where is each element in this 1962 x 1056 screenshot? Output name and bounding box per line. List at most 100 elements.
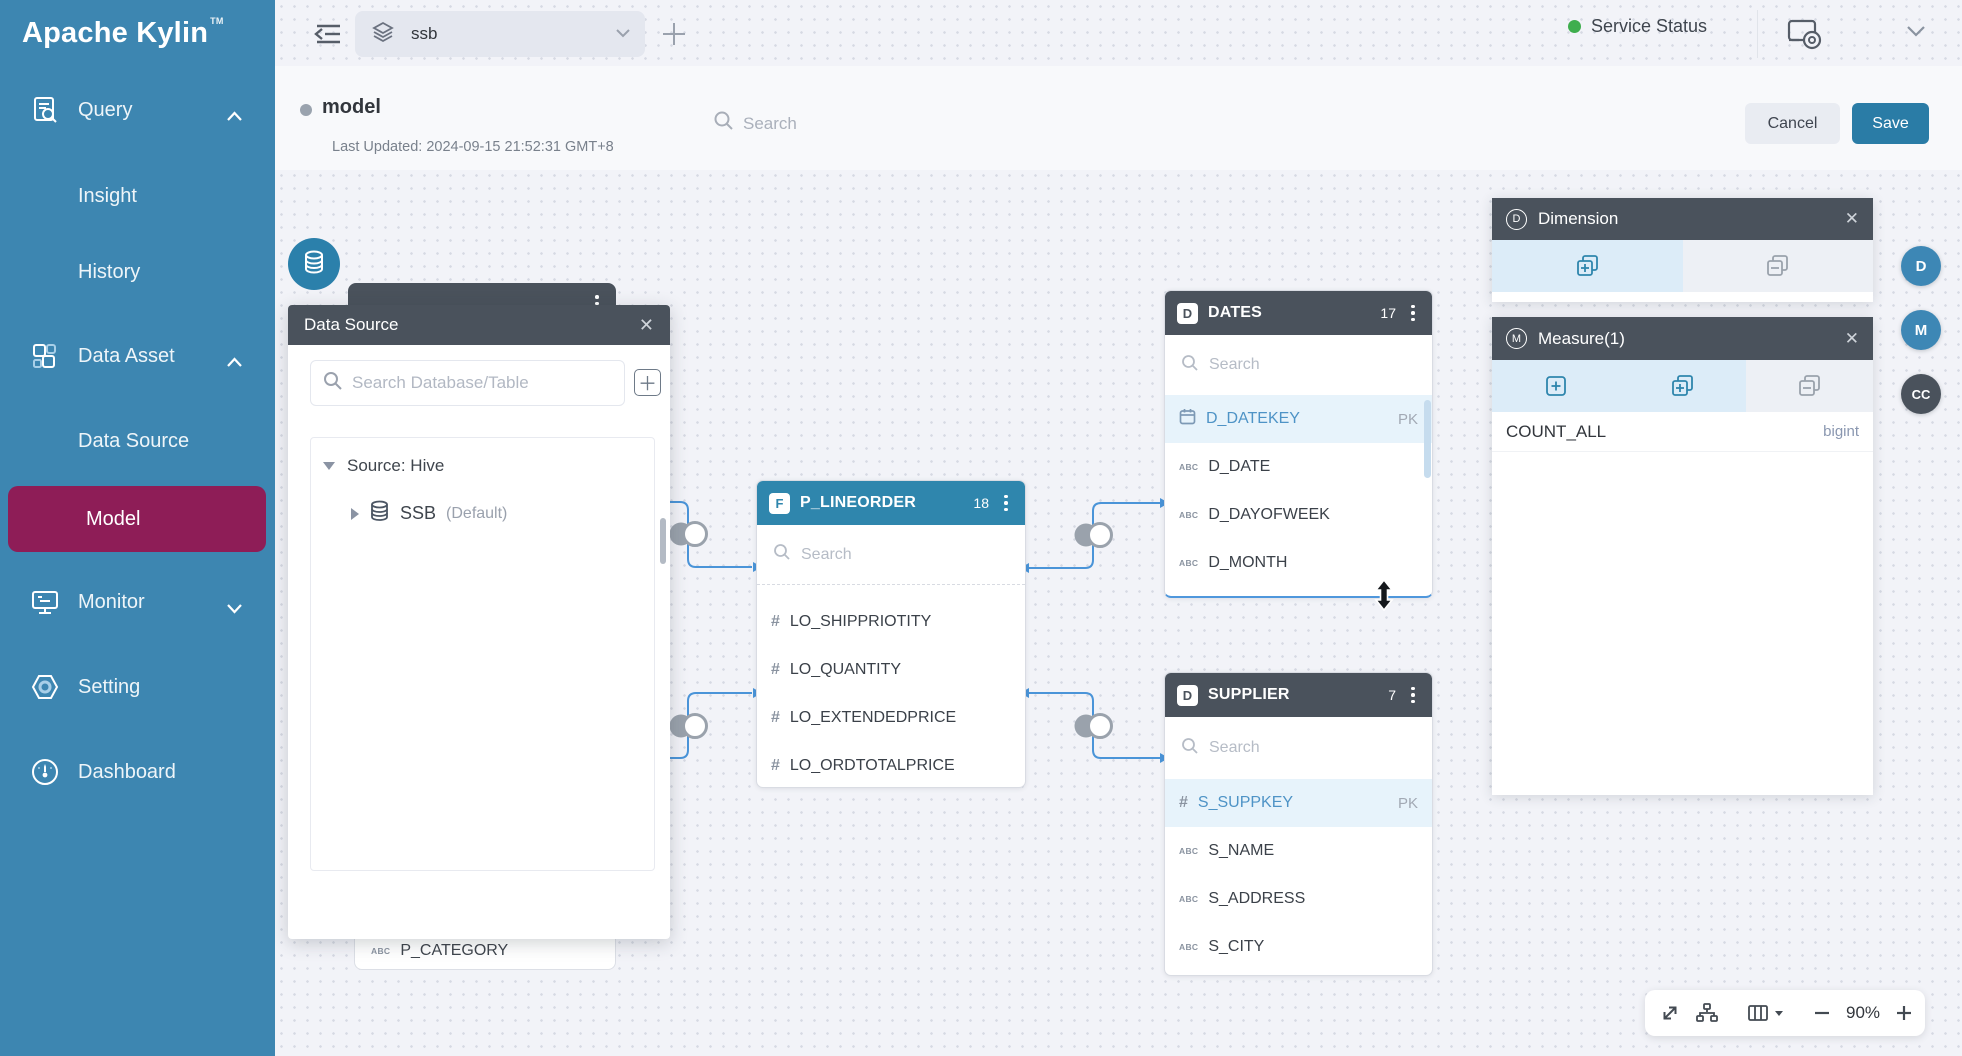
column-row[interactable]: ABC D_DATE: [1165, 443, 1432, 491]
zoom-in-button[interactable]: [1894, 1003, 1914, 1023]
panel-shortcut-dimension[interactable]: D: [1901, 246, 1941, 286]
add-project-tab-icon[interactable]: [657, 17, 691, 56]
service-status-label: Service Status: [1591, 16, 1708, 36]
sidebar-item-label: Data Source: [78, 429, 190, 452]
column-name: S_SUPPKEY: [1197, 794, 1294, 811]
close-icon[interactable]: ✕: [1844, 328, 1859, 348]
kebab-menu-icon[interactable]: [1406, 304, 1420, 322]
column-row[interactable]: ABC D_MONTH: [1165, 539, 1432, 587]
panel-scrollbar[interactable]: [660, 518, 666, 564]
auto-layout-icon[interactable]: [1695, 1002, 1719, 1024]
stacked-add-icon: [1671, 375, 1693, 396]
table-name: DATES: [1208, 304, 1263, 321]
canvas-search-input[interactable]: [743, 113, 903, 134]
kebab-menu-icon[interactable]: [1406, 686, 1420, 704]
add-measure-button[interactable]: [1492, 360, 1619, 412]
batch-remove-measure-button[interactable]: [1746, 360, 1873, 412]
search-icon: [713, 110, 735, 137]
column-name: LO_QUANTITY: [789, 661, 902, 678]
column-view-icon[interactable]: [1747, 1003, 1784, 1023]
sidebar-item-label: Model: [86, 507, 141, 530]
chevron-down-icon: [615, 25, 631, 43]
table-card-header[interactable]: D DATES 17: [1165, 291, 1432, 335]
column-row[interactable]: # LO_QUANTITY: [757, 646, 1025, 694]
batch-add-dimension-button[interactable]: [1492, 240, 1683, 292]
column-search-input[interactable]: [1209, 356, 1379, 374]
table-card-p-lineorder[interactable]: F P_LINEORDER 18 # LO_SHIPPRIOTITY # LO_…: [756, 480, 1026, 788]
data-asset-icon: [28, 339, 62, 373]
column-row-primary-key[interactable]: # S_SUPPKEY PK: [1165, 779, 1432, 827]
admin-console-icon[interactable]: [1785, 16, 1825, 57]
measure-panel: M Measure(1) ✕ COUNT_ALL bigint: [1492, 317, 1873, 795]
text-type-icon: ABC: [1179, 510, 1199, 520]
dimension-table-badge: D: [1177, 302, 1198, 324]
column-count: 7: [1388, 687, 1396, 703]
table-card-supplier[interactable]: D SUPPLIER 7 # S_SUPPKEY PK ABC S_NAME A…: [1164, 672, 1433, 976]
sidebar-item-query[interactable]: Query: [0, 84, 275, 136]
query-icon: [28, 93, 62, 127]
database-table-search-input[interactable]: [352, 373, 592, 393]
table-card-header[interactable]: F P_LINEORDER 18: [757, 481, 1025, 525]
trademark: TM: [210, 16, 224, 26]
sidebar-item-setting[interactable]: Setting: [0, 661, 275, 713]
column-row[interactable]: # LO_EXTENDEDPRICE: [757, 694, 1025, 742]
panel-title: Data Source: [304, 315, 399, 334]
tree-node-source-hive[interactable]: Source: Hive: [323, 456, 444, 476]
close-icon[interactable]: ✕: [638, 314, 654, 335]
column-row[interactable]: # LO_ORDTOTALPRICE: [757, 742, 1025, 787]
project-selector[interactable]: ssb: [355, 11, 645, 57]
column-row[interactable]: ABC D_DAYOFWEEK: [1165, 491, 1432, 539]
collapse-triangle-icon[interactable]: [323, 462, 335, 470]
sidebar-item-model-selected[interactable]: Model: [8, 486, 266, 552]
measure-row[interactable]: COUNT_ALL bigint: [1492, 412, 1873, 452]
panel-title: Measure(1): [1538, 328, 1625, 348]
sidebar-item-insight[interactable]: Insight: [0, 170, 275, 222]
table-card-dates[interactable]: D DATES 17 D_DATEKEY PK ABC D_DATE ABC D…: [1164, 290, 1433, 598]
batch-remove-dimension-button[interactable]: [1683, 240, 1873, 292]
panel-shortcut-measure[interactable]: M: [1901, 310, 1941, 350]
column-row[interactable]: # LO_SHIPPRIOTITY: [757, 598, 1025, 646]
canvas-search[interactable]: [713, 110, 903, 137]
column-search[interactable]: [1165, 335, 1432, 395]
column-search[interactable]: [1165, 717, 1432, 779]
panel-shortcut-cc[interactable]: CC: [1901, 374, 1941, 414]
text-type-icon: ABC: [371, 945, 391, 956]
primary-key-badge: PK: [1397, 410, 1418, 428]
kebab-menu-icon[interactable]: [999, 494, 1013, 512]
data-source-panel-header[interactable]: Data Source ✕: [288, 305, 670, 345]
table-scrollbar[interactable]: [1424, 400, 1431, 478]
dimension-panel-header[interactable]: D Dimension ✕: [1492, 198, 1873, 240]
zoom-out-button[interactable]: [1812, 1003, 1832, 1023]
column-search-input[interactable]: [801, 545, 971, 564]
service-status[interactable]: Service Status: [1568, 16, 1707, 37]
dimension-circle-icon: D: [1506, 208, 1527, 230]
sidebar-item-dashboard[interactable]: Dashboard: [0, 746, 275, 798]
column-row[interactable]: ABC S_NAME: [1165, 827, 1432, 875]
cancel-button[interactable]: Cancel: [1745, 103, 1840, 144]
column-search[interactable]: [757, 525, 1025, 585]
data-source-fab-button[interactable]: [288, 238, 340, 290]
tree-node-ssb-database[interactable]: SSB (Default): [351, 500, 507, 527]
topbar-chevron-down-icon[interactable]: [1905, 24, 1927, 43]
sidebar-item-history[interactable]: History: [0, 246, 275, 298]
column-row-primary-key[interactable]: D_DATEKEY PK: [1165, 395, 1432, 443]
sidebar-item-data-asset[interactable]: Data Asset: [0, 330, 275, 382]
add-table-icon[interactable]: ＋: [634, 369, 661, 396]
batch-add-measure-button[interactable]: [1619, 360, 1746, 412]
sidebar-item-data-source[interactable]: Data Source: [0, 415, 275, 467]
column-search-input[interactable]: [1209, 739, 1379, 757]
fit-screen-icon[interactable]: [1659, 1002, 1681, 1024]
save-button[interactable]: Save: [1852, 103, 1929, 144]
text-type-icon: ABC: [1179, 894, 1199, 904]
sidebar-item-monitor[interactable]: Monitor: [0, 576, 275, 628]
collapse-sidebar-icon[interactable]: [312, 20, 344, 53]
column-row[interactable]: ABC S_CITY: [1165, 923, 1432, 971]
search-icon: [1181, 354, 1199, 377]
database-table-search[interactable]: [310, 360, 625, 406]
close-icon[interactable]: ✕: [1844, 209, 1859, 228]
column-row[interactable]: ABC S_ADDRESS: [1165, 875, 1432, 923]
expand-triangle-icon[interactable]: [351, 507, 359, 520]
table-card-header[interactable]: D SUPPLIER 7: [1165, 673, 1432, 717]
dashboard-icon: [28, 755, 62, 789]
measure-panel-header[interactable]: M Measure(1) ✕: [1492, 317, 1873, 360]
